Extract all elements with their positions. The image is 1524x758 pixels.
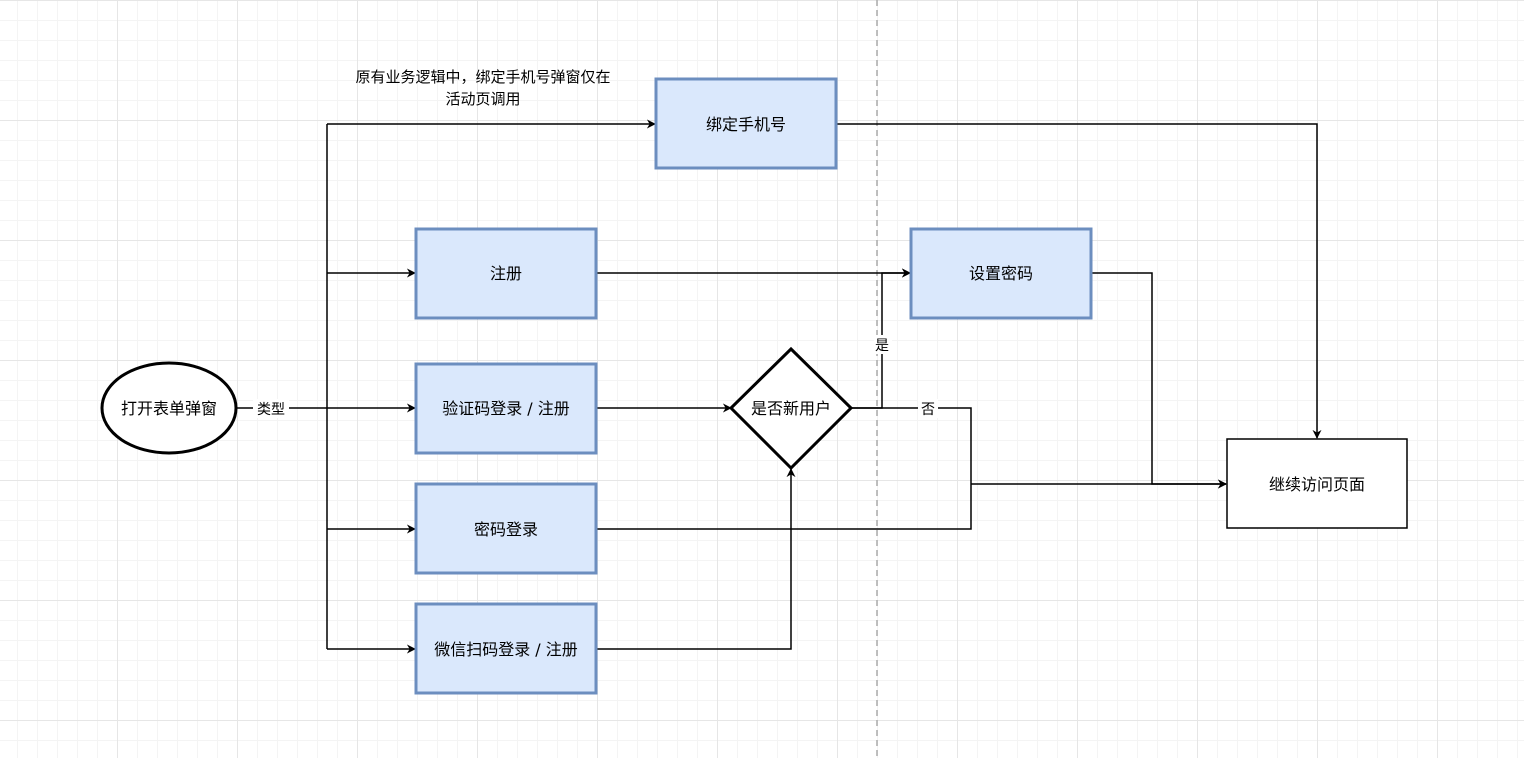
register-label: 注册 bbox=[490, 264, 522, 283]
bind-phone-node[interactable]: 绑定手机号 bbox=[654, 77, 838, 170]
edge-wechat-to-decision bbox=[596, 468, 796, 650]
set-password-label: 设置密码 bbox=[969, 264, 1033, 283]
edge-decision-no bbox=[851, 407, 972, 484]
wechat-login-node[interactable]: 微信扫码登录 / 注册 bbox=[414, 602, 598, 695]
set-password-node[interactable]: 设置密码 bbox=[909, 227, 1093, 320]
wechat-login-label: 微信扫码登录 / 注册 bbox=[434, 640, 578, 659]
sms-login-node[interactable]: 验证码登录 / 注册 bbox=[414, 362, 598, 455]
edge-set-password-to-continue bbox=[1091, 272, 1227, 489]
password-login-node[interactable]: 密码登录 bbox=[414, 482, 598, 575]
continue-node[interactable]: 继续访问页面 bbox=[1226, 438, 1408, 529]
sms-login-label: 验证码登录 / 注册 bbox=[442, 399, 570, 418]
edges bbox=[237, 119, 1322, 654]
edge-bind-phone-to-continue bbox=[836, 123, 1322, 439]
edge-label-type: 类型 bbox=[253, 399, 289, 418]
bind-phone-label: 绑定手机号 bbox=[706, 115, 786, 134]
svg-text:是: 是 bbox=[875, 338, 889, 354]
note-line-1: 原有业务逻辑中，绑定手机号弹窗仅在 bbox=[355, 68, 610, 86]
continue-label: 继续访问页面 bbox=[1269, 475, 1365, 494]
svg-text:否: 否 bbox=[921, 402, 935, 418]
password-login-label: 密码登录 bbox=[474, 520, 538, 539]
edge-password-login-merge bbox=[596, 484, 972, 530]
edge-label-no: 否 bbox=[918, 399, 938, 418]
decision-label: 是否新用户 bbox=[751, 399, 831, 418]
note-line-2: 活动页调用 bbox=[445, 90, 520, 108]
start-node-label: 打开表单弹窗 bbox=[121, 399, 217, 418]
register-node[interactable]: 注册 bbox=[414, 227, 598, 320]
svg-text:类型: 类型 bbox=[257, 402, 285, 418]
start-node[interactable]: 打开表单弹窗 bbox=[100, 361, 238, 455]
edge-label-yes: 是 bbox=[874, 335, 892, 354]
new-user-decision-node[interactable]: 是否新用户 bbox=[728, 346, 854, 471]
